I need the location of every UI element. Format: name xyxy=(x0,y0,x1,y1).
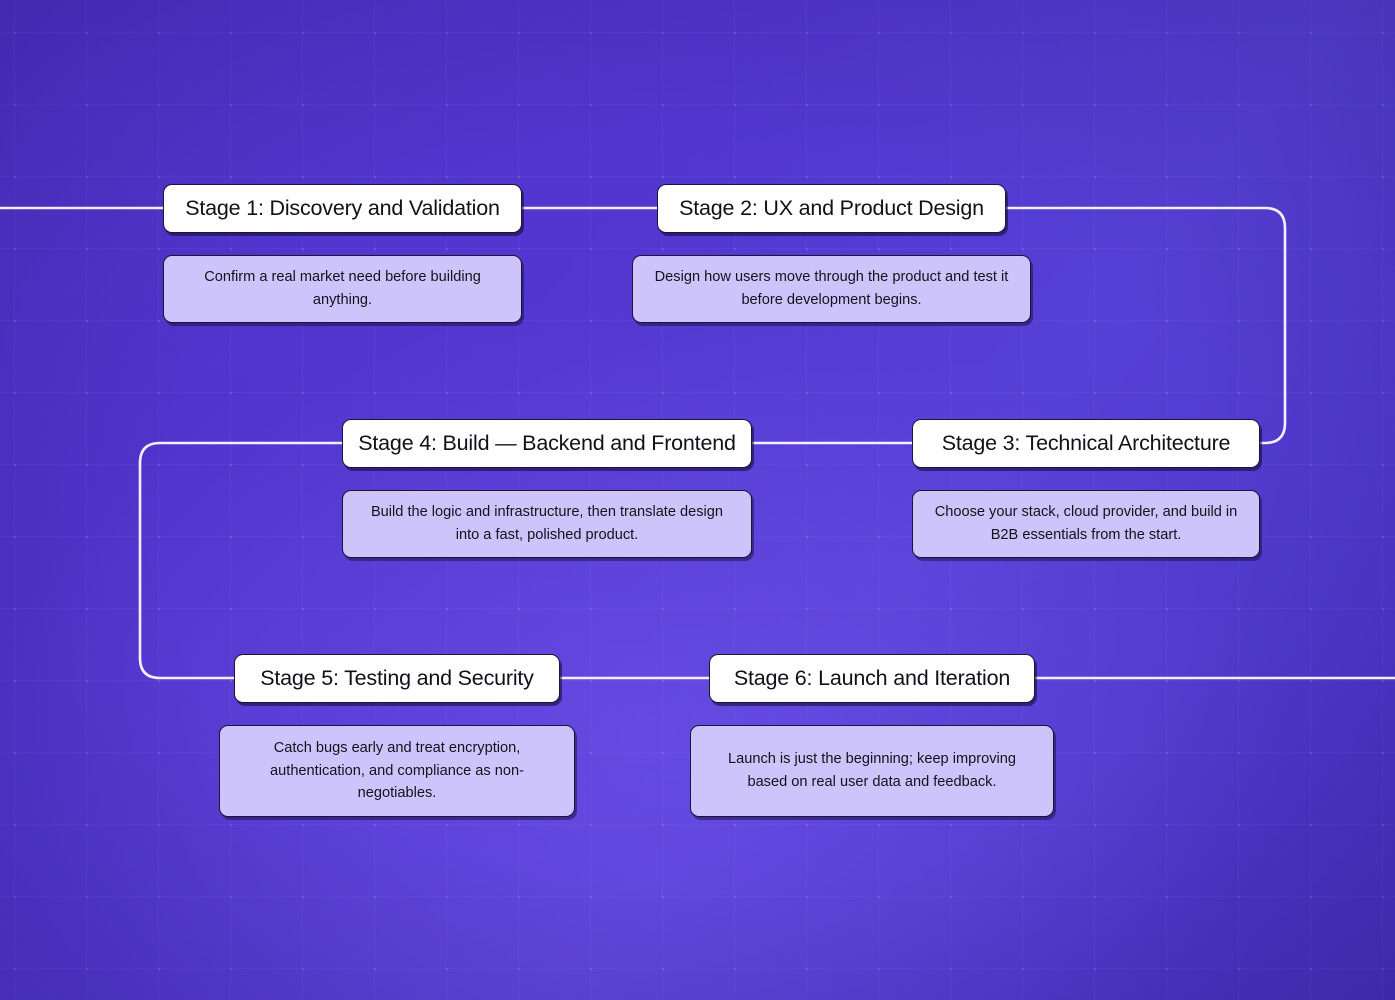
node-stage-6-description: Launch is just the beginning; keep impro… xyxy=(690,725,1054,817)
node-stage-3-title[interactable]: Stage 3: Technical Architecture xyxy=(912,419,1260,468)
node-stage-3-description: Choose your stack, cloud provider, and b… xyxy=(912,490,1260,558)
node-stage-6-title[interactable]: Stage 6: Launch and Iteration xyxy=(709,654,1035,703)
node-stage-4-title[interactable]: Stage 4: Build — Backend and Frontend xyxy=(342,419,752,468)
node-stage-4-description: Build the logic and infrastructure, then… xyxy=(342,490,752,558)
node-stage-2-title[interactable]: Stage 2: UX and Product Design xyxy=(657,184,1006,233)
connector-stage-2-to-stage-3 xyxy=(1004,206,1287,445)
node-stage-1-title[interactable]: Stage 1: Discovery and Validation xyxy=(163,184,522,233)
node-stage-5-title[interactable]: Stage 5: Testing and Security xyxy=(234,654,560,703)
node-stage-5-description: Catch bugs early and treat encryption, a… xyxy=(219,725,575,817)
node-stage-1-description: Confirm a real market need before buildi… xyxy=(163,255,522,323)
connector-stage-4-to-stage-5 xyxy=(138,441,344,680)
node-stage-2-description: Design how users move through the produc… xyxy=(632,255,1031,323)
